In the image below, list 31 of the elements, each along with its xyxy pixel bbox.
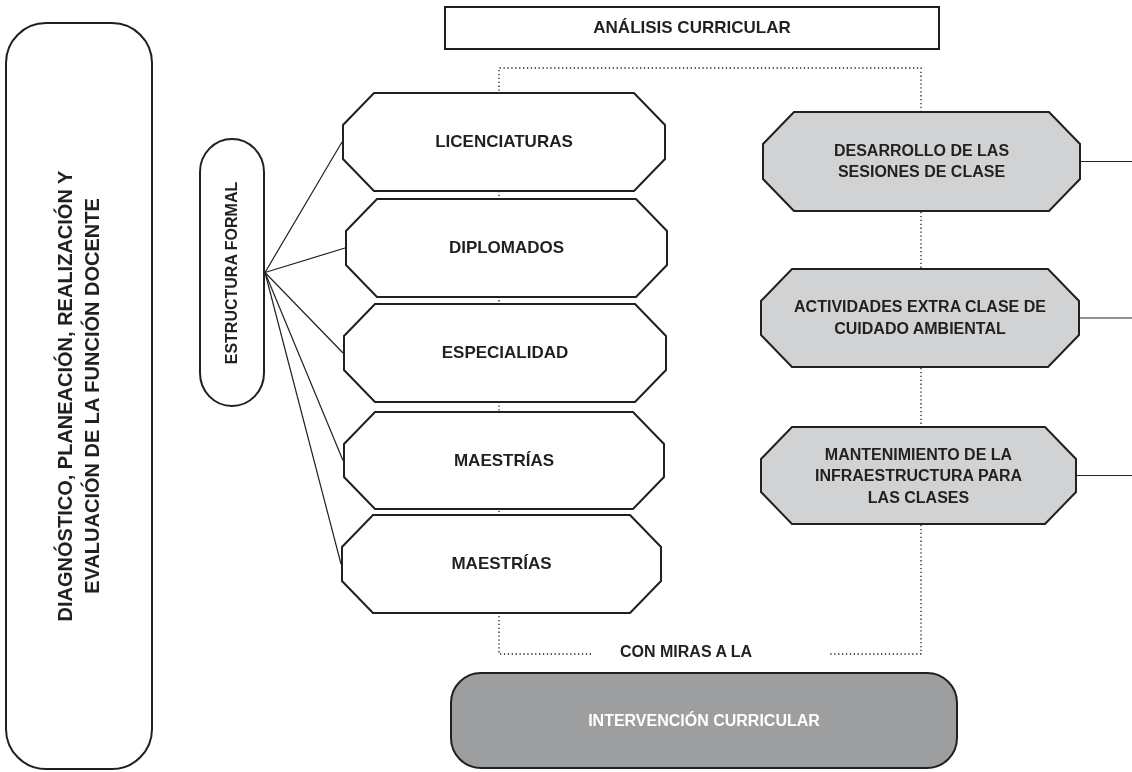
node-label: DIPLOMADOS	[447, 236, 566, 259]
octagon-box	[343, 303, 667, 403]
connector-line	[264, 247, 346, 274]
octagon-box	[345, 198, 668, 298]
dotted-connector	[920, 211, 922, 269]
node-label: MANTENIMIENTO DE LA INFRAESTRUCTURA PARA LAS CLASES	[813, 444, 1024, 508]
octagon-box	[762, 111, 1081, 212]
octagon-box	[760, 426, 1077, 525]
node-label: ESTRUCTURA FORMAL	[222, 180, 242, 366]
node-label: DIAGNÓSTICO, PLANEACIÓN, REALIZACIÓN Y EVALUACIÓN DE LA FUNCIÓN DOCENTE	[52, 169, 104, 624]
octagon-box	[760, 268, 1080, 368]
octagon-box	[343, 411, 665, 510]
rounded-box	[450, 672, 958, 769]
octagon-box	[341, 514, 662, 614]
node-label: ACTIVIDADES EXTRA CLASE DE CUIDADO AMBIENTAL	[793, 297, 1047, 339]
connector-line	[1079, 317, 1132, 319]
title-box	[444, 6, 940, 50]
node-label: DESARROLLO DE LAS SESIONES DE CLASE	[832, 140, 1011, 183]
node-label: LICENCIATURAS	[434, 130, 574, 153]
connector-line	[264, 271, 344, 354]
connector-caption: CON MIRAS A LA	[620, 643, 753, 661]
node-label: ESPECIALIDAD	[440, 341, 570, 364]
octagon-box	[342, 92, 666, 192]
node-label: MAESTRÍAS	[450, 552, 553, 575]
node-label: INTERVENCIÓN CURRICULAR	[587, 710, 821, 731]
connector-line	[1076, 474, 1132, 477]
dotted-connector	[920, 367, 922, 427]
rounded-box	[5, 22, 153, 770]
connector-line	[1080, 160, 1132, 163]
node-label: ANÁLISIS CURRICULAR	[592, 16, 792, 39]
node-label: MAESTRÍAS	[452, 449, 556, 472]
